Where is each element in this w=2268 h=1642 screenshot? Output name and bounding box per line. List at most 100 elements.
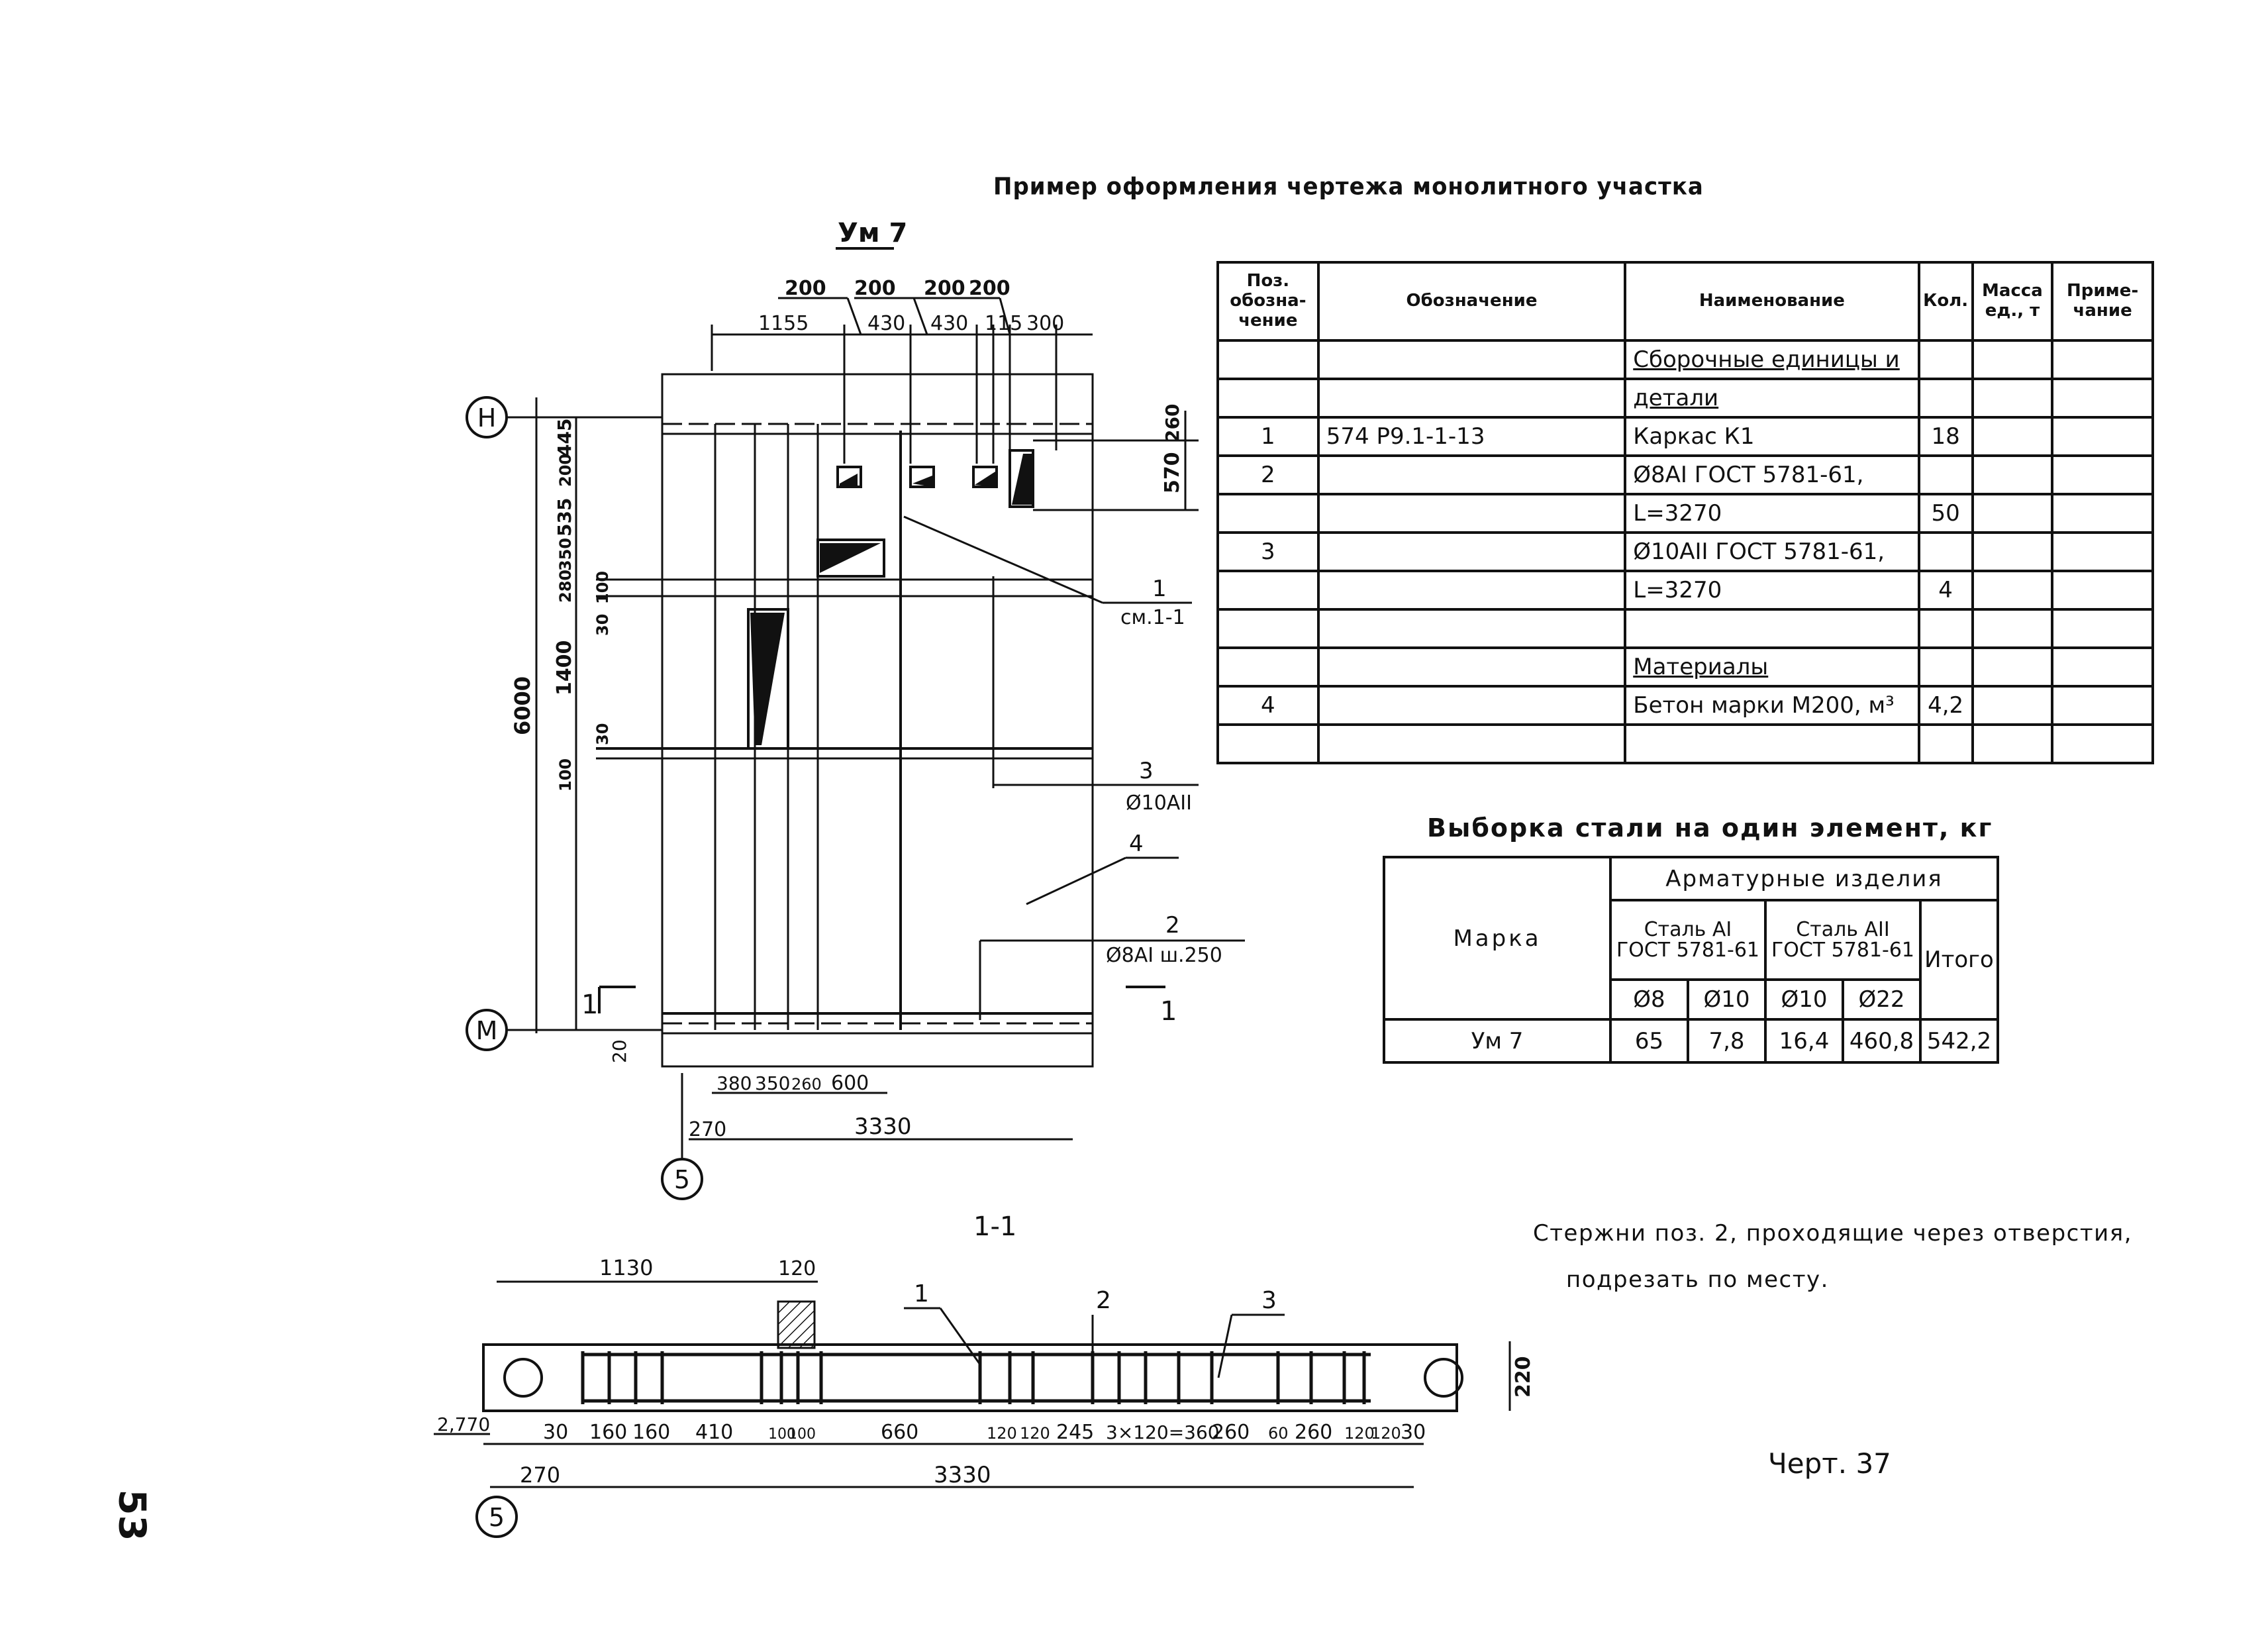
table-row: Сборочные единицы и: [1216, 339, 2154, 380]
plan-bottom-dim-260: 260: [791, 1075, 822, 1094]
steel-a1: Сталь АI ГОСТ 5781-61: [1609, 899, 1767, 981]
plan-cut-mark-right: 1: [1160, 996, 1177, 1027]
table-row: Ум 7 65 7,8 16,4 460,8 542,2: [1383, 1018, 1999, 1064]
callout-3-num: 3: [1139, 758, 1154, 784]
steel-table-title: Выборка стали на один элемент, кг: [1427, 813, 1993, 843]
svg-text:535: 535: [554, 498, 575, 537]
svg-text:60: 60: [1268, 1424, 1289, 1443]
svg-text:100: 100: [768, 1426, 796, 1443]
svg-text:200: 200: [556, 454, 575, 487]
header-qty: Кол.: [1917, 261, 1974, 342]
header-note: Приме-чание: [2051, 261, 2154, 342]
plan-cut-mark-left: 1: [581, 990, 598, 1020]
section-axis-5-bubble: [475, 1496, 518, 1538]
callout-3-text: Ø10АII: [1126, 792, 1192, 815]
callout-1-text: см.1-1: [1120, 606, 1185, 629]
plan-dim-300: 300: [1026, 312, 1064, 335]
plan-overall-height: 6000: [510, 676, 535, 735]
svg-text:100: 100: [788, 1426, 816, 1443]
svg-text:410: 410: [695, 1421, 733, 1444]
plan-right-dim-260: 260: [1161, 404, 1183, 442]
svg-text:1400: 1400: [553, 641, 576, 696]
svg-text:30: 30: [1401, 1421, 1426, 1444]
svg-text:120: 120: [987, 1424, 1017, 1443]
header-mass: Масса ед., т: [1971, 261, 2054, 342]
section-height-dim: 220: [1512, 1356, 1535, 1398]
svg-text:20: 20: [609, 1039, 630, 1063]
axis-h-label: Н: [477, 403, 497, 433]
plan-top-dim-2: 200: [854, 277, 896, 300]
steel-a2: Сталь АII ГОСТ 5781-61: [1764, 899, 1922, 981]
plan-left-dims: 445 200 535 350 280 100 30 1400 30 100 2…: [510, 419, 630, 1063]
section-edge-dim: 270: [520, 1462, 560, 1488]
section-elevation: 2,770: [437, 1413, 490, 1435]
svg-text:160: 160: [589, 1421, 627, 1444]
steel-total-label: Итого: [1919, 899, 1999, 1021]
plan-bottom-dim-380: 380: [716, 1072, 752, 1094]
axis-5-label: 5: [674, 1165, 690, 1194]
svg-text:100: 100: [593, 571, 612, 604]
section-hatched-block: [777, 1300, 816, 1349]
plan-bottom-edge: 270: [689, 1118, 726, 1141]
plan-top-dim-3: 200: [924, 277, 965, 300]
section-total-dim: 3330: [934, 1462, 991, 1488]
plan-top-dim-1: 200: [785, 277, 826, 300]
callout-2-text: Ø8АI ш.250: [1106, 944, 1222, 967]
svg-text:30: 30: [593, 614, 612, 636]
svg-text:120: 120: [1020, 1424, 1050, 1443]
plan-bottom-dim-350: 350: [755, 1072, 790, 1094]
svg-text:260: 260: [1295, 1421, 1332, 1444]
header-name: Наименование: [1624, 261, 1920, 342]
svg-text:100: 100: [556, 758, 575, 792]
drawing-title: Пример оформления чертежа монолитного уч…: [993, 173, 1704, 201]
plan-label: Ум 7: [838, 218, 907, 248]
sheet-label: Черт. 37: [1768, 1447, 1891, 1480]
plan-top-dim-4: 200: [969, 277, 1011, 300]
plan-dim-115: 115: [985, 312, 1022, 335]
section-top-dim-120: 120: [778, 1257, 816, 1280]
note-line-2: подрезать по месту.: [1566, 1266, 1829, 1293]
svg-text:260: 260: [1212, 1421, 1250, 1444]
section-label: 1-1: [973, 1211, 1016, 1242]
svg-text:30: 30: [593, 723, 612, 745]
svg-text:120: 120: [1371, 1424, 1401, 1443]
svg-text:245: 245: [1056, 1421, 1094, 1444]
steel-table: Марка Арматурные изделия Сталь АI ГОСТ 5…: [1383, 856, 1999, 1064]
section-callout-3: 3: [1261, 1287, 1277, 1314]
svg-text:160: 160: [632, 1421, 670, 1444]
svg-text:3×120=360: 3×120=360: [1106, 1421, 1220, 1443]
svg-text:350: 350: [556, 538, 575, 571]
section-callout-2: 2: [1096, 1287, 1111, 1314]
table-row: [1216, 608, 2154, 649]
callout-1-num: 1: [1152, 576, 1167, 602]
section-bottom-dims: 30 160 160 410 100 100 660 120 120 245 3…: [543, 1421, 1426, 1444]
spec-table: Поз. обозна-чение Обозначение Наименован…: [1216, 261, 2154, 764]
table-row: детали: [1216, 378, 2154, 419]
steel-col-mark: Марка: [1383, 856, 1612, 1021]
plan-bottom-total: 3330: [854, 1113, 912, 1140]
svg-text:120: 120: [1344, 1424, 1375, 1443]
axis-m-label: М: [476, 1016, 498, 1045]
plan-bottom-dim-600: 600: [831, 1072, 869, 1095]
callout-4-num: 4: [1129, 831, 1144, 857]
section-callout-1: 1: [914, 1280, 929, 1308]
table-row: [1216, 723, 2154, 764]
note-line-1: Стержни поз. 2, проходящие через отверст…: [1533, 1220, 2133, 1247]
section-top-dim-1130: 1130: [599, 1255, 653, 1280]
header-pos: Поз. обозна-чение: [1216, 261, 1320, 342]
callout-2-num: 2: [1165, 912, 1180, 939]
plan-dim-1155: 1155: [758, 312, 809, 335]
svg-text:660: 660: [881, 1421, 918, 1444]
section-beam: [482, 1343, 1458, 1412]
steel-group: Арматурные изделия: [1609, 856, 1999, 901]
section-axis-5-label: 5: [489, 1503, 505, 1532]
svg-text:445: 445: [554, 419, 575, 457]
plan-right-dim-570: 570: [1161, 452, 1184, 493]
plan-dim-430a: 430: [867, 312, 905, 335]
